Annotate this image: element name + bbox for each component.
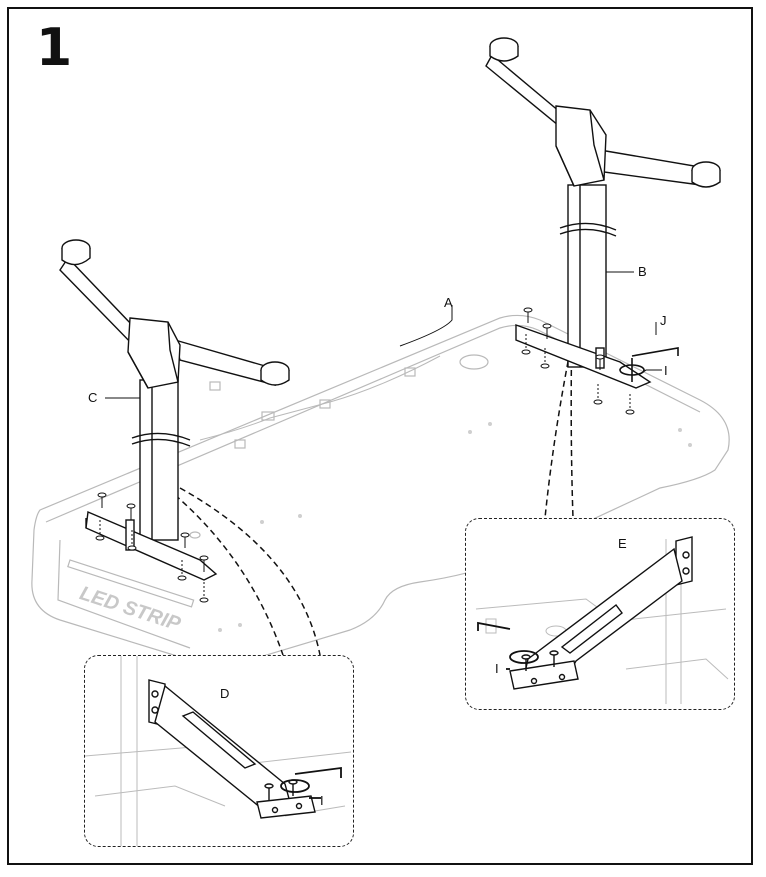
detail-inset-right bbox=[465, 518, 735, 710]
right-screws bbox=[521, 307, 635, 415]
step-number: 1 bbox=[36, 18, 73, 78]
label-a: A bbox=[444, 295, 453, 310]
bracket-detail-right bbox=[475, 536, 729, 704]
hex-key bbox=[619, 347, 679, 382]
bracket-detail-left bbox=[85, 656, 352, 846]
label-e: E bbox=[618, 536, 627, 551]
left-leg bbox=[59, 239, 290, 581]
led-strip-print: LED STRIP bbox=[77, 582, 184, 635]
right-leg bbox=[485, 37, 721, 389]
label-c: C bbox=[88, 390, 98, 405]
label-j: J bbox=[660, 313, 667, 328]
label-i-right: I bbox=[495, 661, 499, 676]
label-i-left: I bbox=[320, 793, 324, 808]
label-b: B bbox=[638, 264, 647, 279]
detail-inset-left bbox=[84, 655, 354, 847]
label-d: D bbox=[220, 686, 230, 701]
label-i-main: I bbox=[664, 363, 668, 378]
left-screws bbox=[95, 492, 209, 603]
